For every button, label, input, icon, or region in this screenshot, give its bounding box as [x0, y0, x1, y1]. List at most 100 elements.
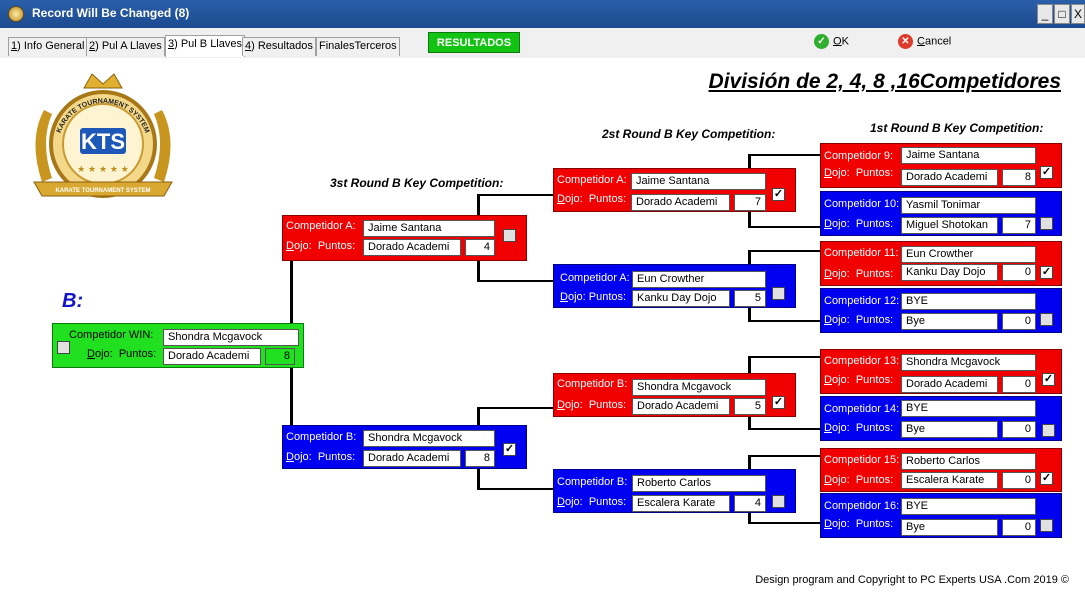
competitor-checkbox[interactable]: ✓ [1040, 166, 1053, 179]
competitor-points-field[interactable]: 0 [1002, 472, 1036, 489]
competitor-name-field[interactable]: BYE [901, 293, 1036, 310]
competitor-points-field[interactable]: 5 [734, 398, 766, 415]
close-button[interactable]: X [1071, 4, 1085, 24]
tab-info-general[interactable]: 1) Info General [8, 37, 88, 56]
competitor-dojo-field[interactable]: Escalera Karate [901, 472, 998, 489]
connector-line [477, 407, 480, 427]
competitor-dojo-field[interactable]: Kanku Day Dojo [632, 290, 730, 307]
check-icon: ✓ [814, 34, 829, 49]
competitor-checkbox[interactable]: ✓ [1042, 373, 1055, 386]
dojo-puntos-label: Dojo: Puntos: [824, 268, 894, 280]
competitor-label: Competidor 13: [824, 355, 900, 367]
competitor-name-field[interactable]: Yasmil Tonimar [901, 197, 1036, 214]
competitor-checkbox[interactable] [772, 287, 785, 300]
competitor-points-field[interactable]: 0 [1002, 519, 1036, 536]
connector-line [748, 428, 821, 430]
competitor-points-field[interactable]: 5 [734, 290, 766, 307]
competitor-checkbox[interactable]: ✓ [772, 188, 785, 201]
competitor-points-field[interactable]: 4 [734, 495, 766, 512]
competitor-points-field[interactable]: 8 [1002, 169, 1036, 186]
dojo-puntos-label: Dojo: Puntos: [824, 218, 894, 230]
competitor-name-field[interactable]: Jaime Santana [363, 220, 495, 237]
competitor-checkbox[interactable]: ✓ [1040, 472, 1053, 485]
connector-line [748, 356, 751, 374]
competitor-label: Competidor 11: [824, 247, 899, 259]
competitor-dojo-field[interactable]: Bye [901, 313, 998, 330]
connector-line [477, 260, 480, 282]
competitor-dojo-field[interactable]: Dorado Academi [901, 169, 998, 186]
competitor-name-field[interactable]: Shondra Mcgavock [632, 379, 766, 396]
tab-pul-a-llaves[interactable]: 2) Pul A Llaves [86, 37, 165, 56]
competitor-label: Competidor 14: [824, 403, 900, 415]
competitor-name-field[interactable]: Jaime Santana [901, 147, 1036, 164]
competitor-name-field[interactable]: Eun Crowther [901, 246, 1036, 263]
cancel-button[interactable]: ✕Cancel [898, 34, 951, 49]
competitor-dojo-field[interactable]: Dorado Academi [363, 239, 461, 256]
competitor-checkbox[interactable] [1040, 217, 1053, 230]
competitor-name-field[interactable]: BYE [901, 400, 1036, 417]
resultados-button[interactable]: RESULTADOS [428, 32, 520, 53]
winner-box: Competidor WIN: Dojo: Puntos: Shondra Mc… [52, 323, 304, 368]
competitor-label: Competidor 12: [824, 295, 900, 307]
competitor-name-field[interactable]: Jaime Santana [631, 173, 766, 190]
winner-dojo-field[interactable]: Dorado Academi [163, 348, 261, 365]
competitor-dojo-field[interactable]: Bye [901, 421, 998, 438]
competitor-dojo-field[interactable]: Dorado Academi [632, 398, 730, 415]
competitor-checkbox[interactable] [772, 495, 785, 508]
connector-line [477, 407, 554, 409]
first-round-box-12: Competidor 12: Dojo: Puntos: BYE Bye 0 [820, 288, 1062, 333]
competitor-dojo-field[interactable]: Kanku Day Dojo [901, 264, 998, 281]
competitor-points-field[interactable]: 0 [1002, 264, 1036, 281]
competitor-dojo-field[interactable]: Miguel Shotokan [901, 217, 998, 234]
competitor-points-field[interactable]: 7 [1002, 217, 1036, 234]
competitor-checkbox[interactable] [503, 229, 516, 242]
competitor-label: Competidor B: [286, 431, 357, 443]
winner-points-field[interactable]: 8 [265, 348, 295, 365]
maximize-button[interactable]: □ [1054, 4, 1070, 24]
competitor-points-field[interactable]: 0 [1002, 376, 1036, 393]
first-round-label: 1st Round B Key Competition: [870, 121, 1044, 135]
competitor-dojo-field[interactable]: Bye [901, 519, 998, 536]
tab-finales-terceros[interactable]: FinalesTerceros [316, 37, 400, 56]
winner-checkbox[interactable] [57, 341, 70, 354]
competitor-dojo-field[interactable]: Dorado Academi [363, 450, 461, 467]
ok-button[interactable]: ✓OK [814, 34, 849, 49]
competitor-checkbox[interactable] [1040, 313, 1053, 326]
connector-line [748, 212, 751, 228]
competitor-checkbox[interactable]: ✓ [772, 396, 785, 409]
competitor-name-field[interactable]: Eun Crowther [632, 271, 766, 288]
competitor-checkbox[interactable]: ✓ [1040, 266, 1053, 279]
competitor-name-field[interactable]: Roberto Carlos [901, 453, 1036, 470]
competitor-dojo-field[interactable]: Dorado Academi [901, 376, 998, 393]
dojo-puntos-label: Dojo: Puntos: [557, 399, 627, 411]
tab-pul-b-llaves[interactable]: 3) Pul B Llaves [165, 35, 245, 57]
competitor-label: Competidor A: [560, 272, 630, 284]
competitor-name-field[interactable]: Shondra Mcgavock [363, 430, 495, 447]
second-round-box-1: Competidor A: Dojo: Puntos: Jaime Santan… [553, 168, 796, 212]
third-round-competitor-b: Competidor B: Dojo: Puntos: Shondra Mcga… [282, 425, 527, 469]
competitor-checkbox[interactable] [1040, 519, 1053, 532]
dojo-puntos-label: Dojo: Puntos: [286, 451, 356, 463]
connector-line [748, 416, 751, 430]
competitor-name-field[interactable]: BYE [901, 498, 1036, 515]
competitor-points-field[interactable]: 7 [734, 194, 766, 211]
competitor-name-field[interactable]: Roberto Carlos [632, 475, 766, 492]
division-heading: División de 2, 4, 8 ,16Competidores [708, 70, 1061, 93]
tab-resultados[interactable]: 4) Resultados [242, 37, 316, 56]
competitor-points-field[interactable]: 4 [465, 239, 495, 256]
competitor-dojo-field[interactable]: Escalera Karate [632, 495, 730, 512]
competitor-checkbox[interactable] [1042, 424, 1055, 437]
competitor-checkbox[interactable]: ✓ [503, 443, 516, 456]
winner-name-field[interactable]: Shondra Mcgavock [163, 329, 299, 346]
competitor-points-field[interactable]: 8 [465, 450, 495, 467]
title-bar: Record Will Be Changed (8) _ □ X [0, 0, 1085, 28]
connector-line [748, 154, 821, 156]
competitor-name-field[interactable]: Shondra Mcgavock [901, 354, 1036, 371]
competitor-dojo-field[interactable]: Dorado Academi [631, 194, 730, 211]
connector-line [748, 320, 821, 322]
minimize-button[interactable]: _ [1037, 4, 1053, 24]
first-round-box-13: Competidor 13: Dojo: Puntos: Shondra Mcg… [820, 349, 1062, 394]
dojo-puntos-label: Dojo: Puntos: [824, 474, 894, 486]
competitor-points-field[interactable]: 0 [1002, 313, 1036, 330]
competitor-points-field[interactable]: 0 [1002, 421, 1036, 438]
